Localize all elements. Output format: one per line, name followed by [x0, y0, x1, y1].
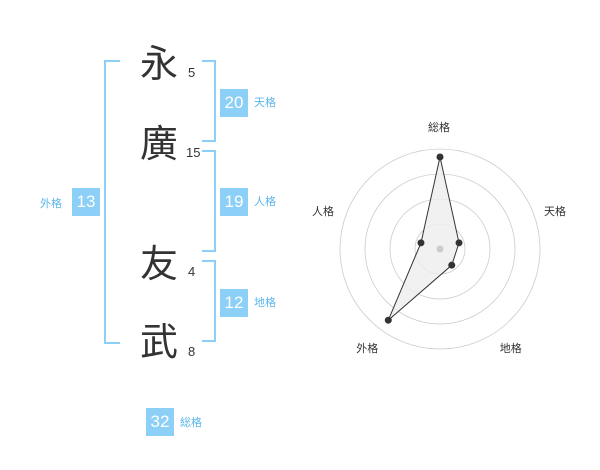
jinkaku-bracket — [202, 150, 216, 252]
kanji-char-2: 廣 — [139, 122, 178, 166]
radar-point-5 — [417, 239, 425, 247]
gaikaku-bracket — [104, 60, 120, 344]
radar-axis-label-4: 外格 — [356, 341, 379, 355]
chikaku-bracket — [202, 260, 216, 342]
radar-axis-label-2: 天格 — [544, 205, 567, 219]
tenkaku-bracket — [202, 60, 216, 142]
jinkaku-label: 人格 — [254, 195, 276, 208]
radar-ring — [339, 148, 541, 350]
radar-point-2 — [455, 239, 463, 247]
kanji-char-3: 友 — [139, 242, 178, 286]
soukaku-badge: 32 — [146, 408, 174, 436]
radar-axis-label-5: 人格 — [311, 205, 334, 219]
radar-axis-label-1: 総格 — [428, 121, 450, 134]
stroke-count-2: 15 — [186, 145, 201, 160]
gaikaku-badge: 13 — [72, 188, 100, 216]
stroke-count-1: 5 — [188, 65, 196, 80]
tenkaku-badge: 20 — [220, 89, 248, 117]
stroke-count-3: 4 — [188, 264, 196, 279]
kanji-char-1: 永 — [139, 42, 178, 86]
stroke-count-4: 8 — [188, 344, 196, 359]
radar-axis-label-3: 地格 — [499, 341, 522, 355]
chikaku-label: 地格 — [254, 296, 276, 309]
radar-center-point — [436, 245, 444, 253]
radar-point-3 — [448, 261, 456, 269]
radar-point-1 — [436, 153, 444, 161]
tenkaku-label: 天格 — [254, 96, 276, 109]
chikaku-badge: 12 — [220, 289, 248, 317]
kanji-char-4: 武 — [139, 320, 178, 364]
jinkaku-badge: 19 — [220, 188, 248, 216]
soukaku-label: 総格 — [180, 416, 202, 429]
radar-polygon — [387, 156, 460, 321]
radar-point-4 — [384, 316, 392, 324]
gaikaku-label: 外格 — [40, 197, 62, 210]
